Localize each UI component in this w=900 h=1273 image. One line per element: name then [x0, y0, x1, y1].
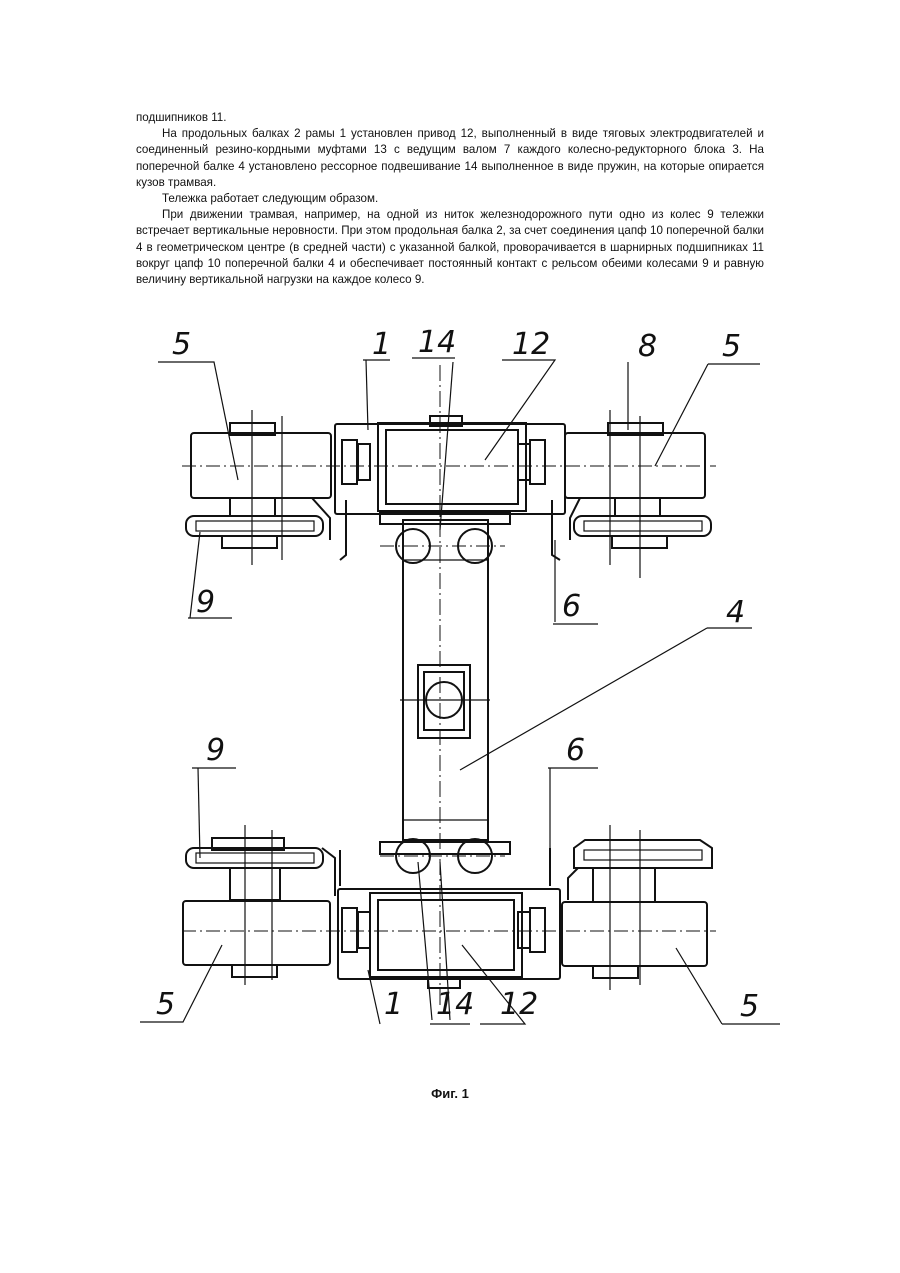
label-bottom-1: 1 [384, 987, 403, 1022]
transverse-beam [396, 520, 492, 873]
label-top-12: 12 [512, 327, 550, 362]
label-top-right-5: 5 [722, 329, 741, 364]
bottom-motor-frame [338, 842, 560, 988]
label-top-left-5: 5 [172, 327, 191, 362]
label-center-4: 4 [726, 595, 745, 630]
top-right-wheel-block [565, 410, 711, 578]
top-left-wheel-block [186, 410, 331, 565]
label-top-left-9: 9 [196, 585, 215, 620]
label-bottom-14: 14 [436, 987, 474, 1022]
label-top-right-6: 6 [562, 589, 581, 624]
label-top-1: 1 [372, 327, 391, 362]
label-top-14: 14 [418, 325, 456, 360]
label-bottom-left-5: 5 [156, 987, 175, 1022]
bottom-left-wheel-block [183, 825, 335, 985]
bottom-right-wheel-block [562, 825, 712, 990]
label-bottom-right-5: 5 [740, 989, 759, 1024]
label-bottom-12: 12 [500, 987, 538, 1022]
label-mid-right-6: 6 [566, 733, 585, 768]
top-motor-frame [335, 416, 565, 560]
label-mid-left-9: 9 [206, 733, 225, 768]
label-top-8: 8 [638, 329, 657, 364]
figure-caption: Фиг. 1 [0, 1086, 900, 1101]
